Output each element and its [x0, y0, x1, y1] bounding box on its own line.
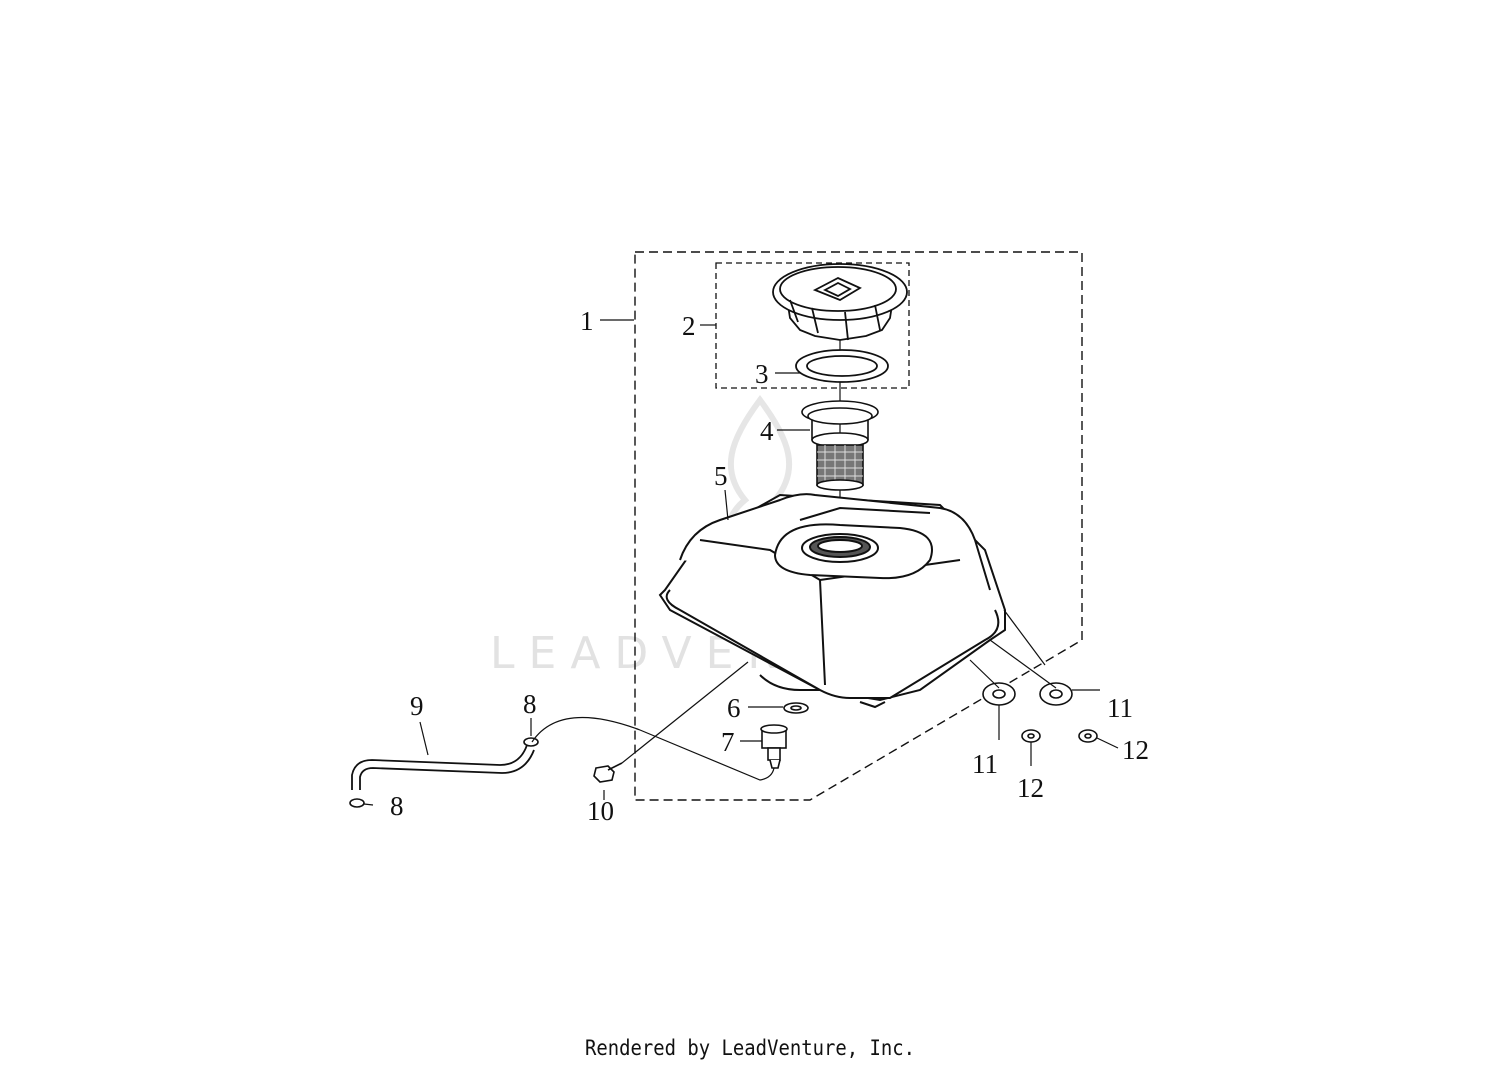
- leader-lines: [363, 319, 1119, 806]
- fuel-cap: [772, 263, 908, 341]
- callout-8-lower: 8: [390, 791, 404, 821]
- callout-5: 5: [714, 461, 728, 491]
- callout-12-left: 12: [1017, 773, 1044, 803]
- drain-washer: [783, 702, 809, 714]
- callout-labels: 1 2 3 4 5 6 7 8 9 8 10 11 11 12 12: [390, 306, 1149, 826]
- callout-6: 6: [727, 693, 741, 723]
- fuel-strainer: [801, 400, 879, 491]
- callout-12-right: 12: [1122, 735, 1149, 765]
- fuel-hose: [351, 744, 535, 790]
- callout-9: 9: [410, 691, 424, 721]
- callout-7: 7: [721, 727, 735, 757]
- callout-3: 3: [755, 359, 769, 389]
- callout-1: 1: [580, 306, 594, 336]
- callout-11-right: 11: [1107, 693, 1133, 723]
- callout-10: 10: [587, 796, 614, 826]
- cap-gasket: [795, 349, 889, 383]
- callout-4: 4: [760, 416, 774, 446]
- callout-11-left: 11: [972, 749, 998, 779]
- fuel-fitting: [760, 724, 788, 769]
- assembly-outline: [634, 251, 1083, 801]
- small-washer: [1021, 729, 1098, 743]
- mounting-bolt: [593, 762, 623, 783]
- callout-8-upper: 8: [523, 689, 537, 719]
- callout-2: 2: [682, 311, 696, 341]
- hose-clamp: [349, 737, 539, 808]
- fuel-tank: [658, 493, 1006, 709]
- rubber-washer: [982, 682, 1073, 706]
- footer-credit: Rendered by LeadVenture, Inc.: [585, 1036, 915, 1060]
